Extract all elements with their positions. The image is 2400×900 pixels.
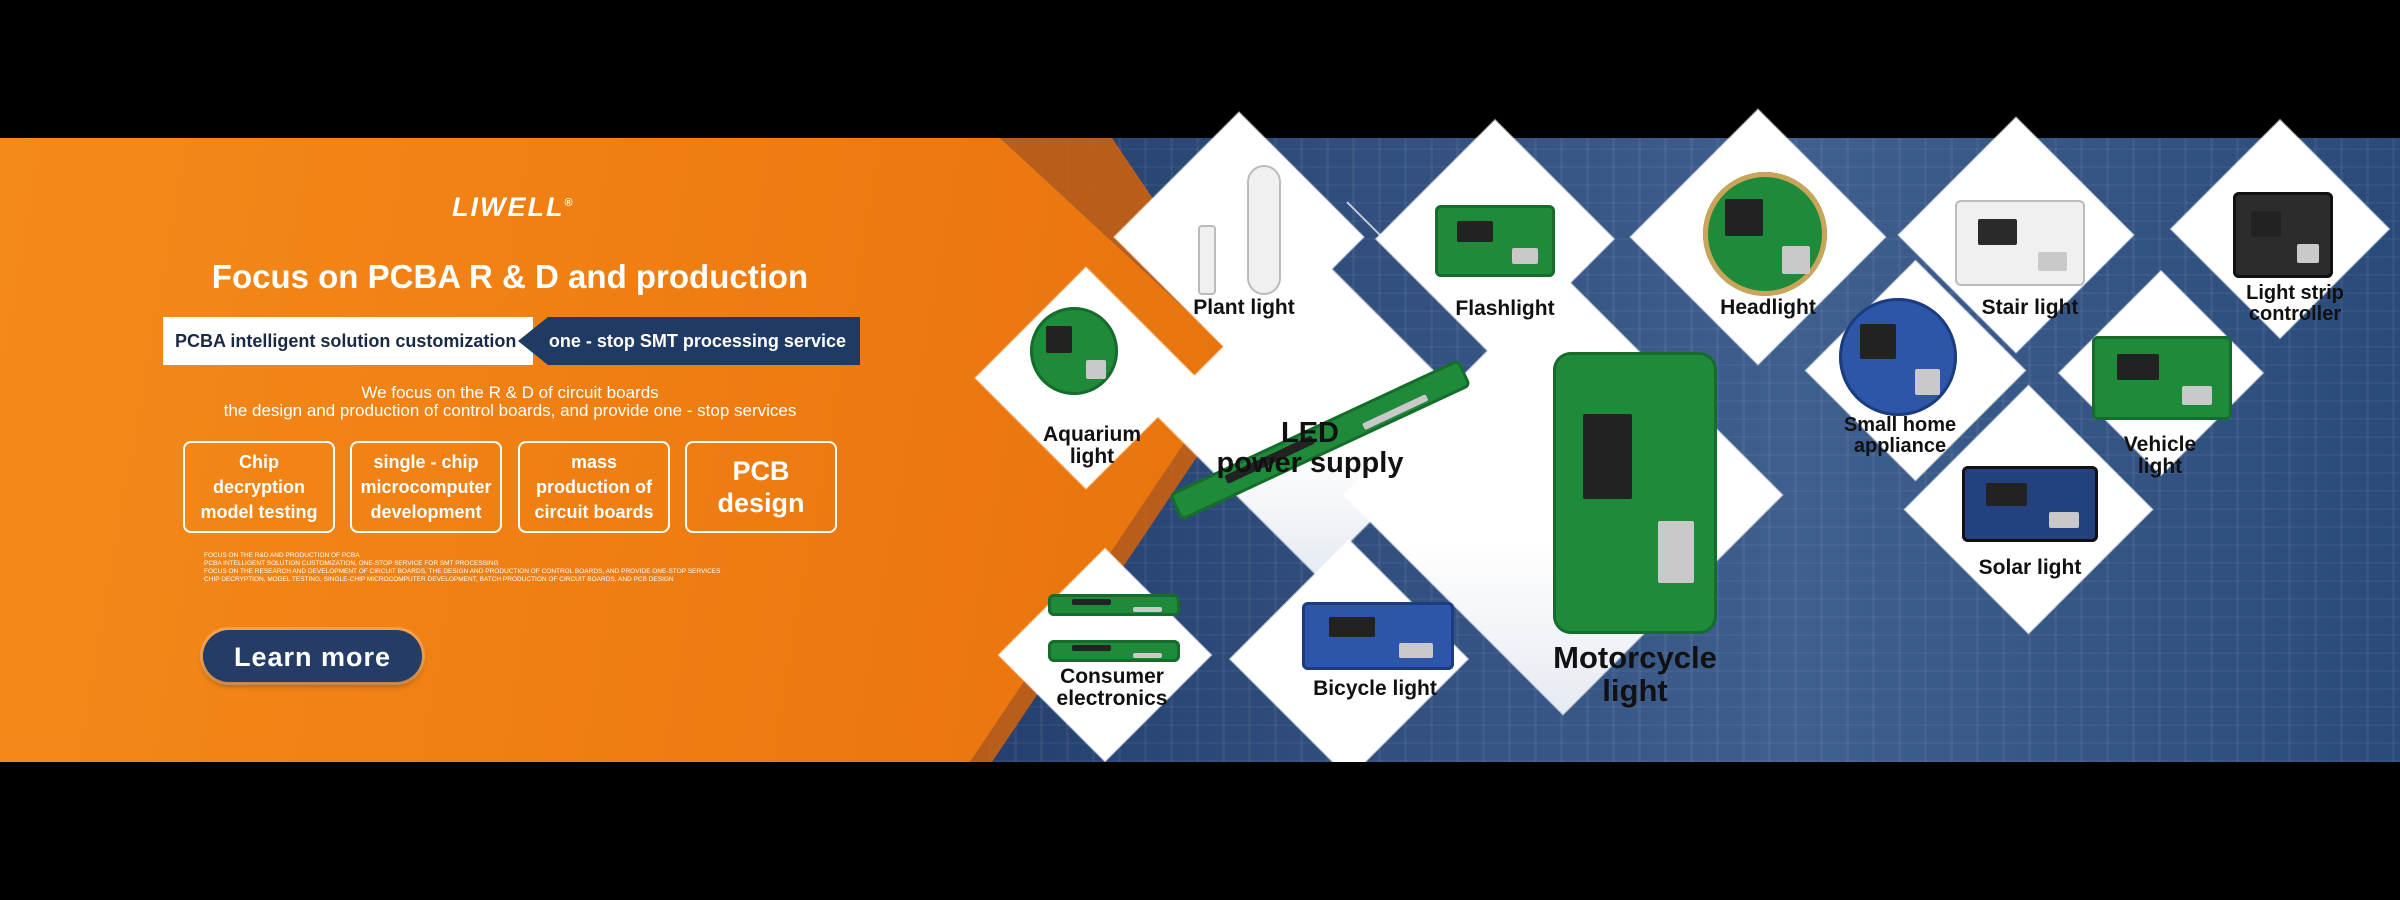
- service-mcu-development[interactable]: single - chip microcomputer development: [350, 441, 502, 533]
- tag-customization: PCBA intelligent solution customization: [163, 317, 533, 365]
- label-bicycle-light: Bicycle light: [1313, 677, 1437, 700]
- tag-smt-service: one - stop SMT processing service: [518, 317, 860, 365]
- plant-controller-image: [1247, 165, 1281, 295]
- service-mass-production[interactable]: mass production of circuit boards: [518, 441, 670, 533]
- bicycle-board-image: [1302, 602, 1454, 670]
- stair-controller-image: [1955, 200, 2085, 286]
- letterbox-top: [0, 0, 2400, 138]
- consumer-board-image: [1048, 640, 1180, 662]
- fine-print: FOCUS ON THE R&D AND PRODUCTION OF PCBA …: [204, 552, 744, 584]
- home-appliance-board-image: [1839, 298, 1957, 416]
- letterbox-bottom: [0, 762, 2400, 900]
- tag-bar: PCBA intelligent solution customization …: [163, 317, 860, 365]
- fine-print-line: FOCUS ON THE R&D AND PRODUCTION OF PCBA: [204, 552, 360, 559]
- label-headlight: Headlight: [1720, 296, 1816, 319]
- consumer-board-image: [1048, 594, 1180, 616]
- service-pcb-design[interactable]: PCB design: [685, 441, 837, 533]
- learn-more-button[interactable]: Learn more: [203, 630, 422, 682]
- fine-print-line: PCBA INTELLIGENT SOLUTION CUSTOMIZATION,…: [204, 560, 499, 567]
- fine-print-line: CHIP DECRYPTION, MODEL TESTING, SINGLE-C…: [204, 576, 674, 583]
- plant-plug-image: [1198, 225, 1216, 295]
- headlight-board-image: [1703, 172, 1827, 296]
- vehicle-board-image: [2092, 336, 2232, 420]
- label-plant-light: Plant light: [1193, 296, 1295, 319]
- brand-logo: LIWELL®: [452, 192, 575, 222]
- aquarium-board-image: [1030, 307, 1118, 395]
- flashlight-board-image: [1435, 205, 1555, 277]
- page-title: Focus on PCBA R & D and production: [211, 258, 809, 295]
- strip-controller-image: [2233, 192, 2333, 278]
- motorcycle-board-image: [1553, 352, 1717, 634]
- label-flashlight: Flashlight: [1455, 297, 1555, 320]
- service-chip-decryption[interactable]: Chip decryption model testing: [183, 441, 335, 533]
- solar-controller-image: [1962, 466, 2098, 542]
- description: We focus on the R & D of circuit boards …: [140, 384, 880, 420]
- description-line: the design and production of control boa…: [223, 401, 797, 420]
- label-solar-light: Solar light: [1978, 556, 2082, 579]
- description-line: We focus on the R & D of circuit boards: [361, 383, 659, 402]
- fine-print-line: FOCUS ON THE RESEARCH AND DEVELOPMENT OF…: [204, 568, 721, 575]
- label-stair-light: Stair light: [1981, 296, 2079, 319]
